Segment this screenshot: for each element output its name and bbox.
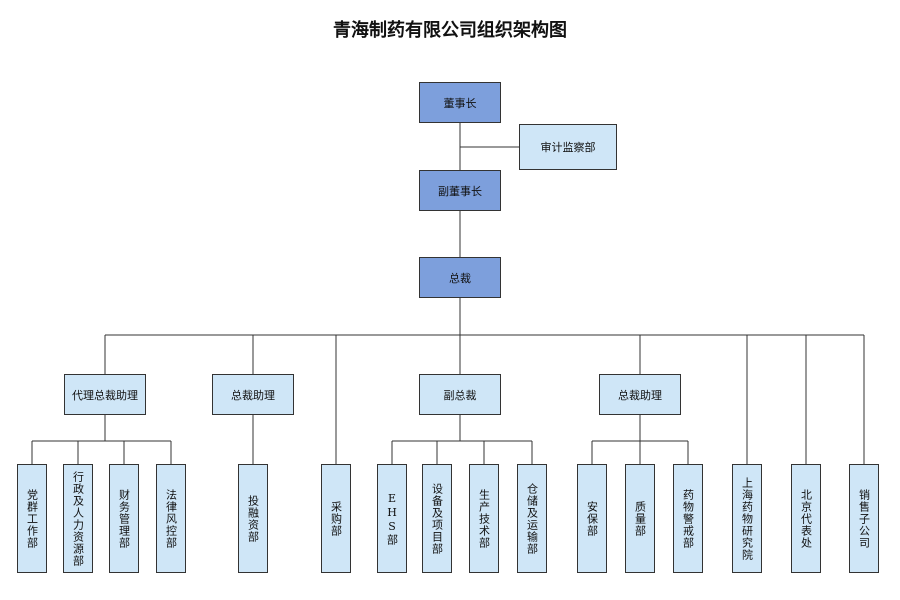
beijing-office-node: 北京代表处 — [791, 464, 821, 573]
dept-storage-transport-node: 仓储及运输部 — [517, 464, 547, 573]
chart-title: 青海制药有限公司组织架构图 — [333, 20, 567, 41]
dept-party-label: 党群工作部 — [25, 488, 39, 549]
beijing-office-label: 北京代表处 — [799, 488, 813, 549]
acting-assistant-node: 代理总裁助理 — [64, 374, 146, 415]
vice-chairman-node: 副董事长 — [419, 170, 501, 211]
dept-finance-label: 财务管理部 — [117, 488, 131, 549]
sales-subsidiary-label: 销售子公司 — [857, 488, 871, 549]
dept-pharmacovigilance-label: 药物警戒部 — [681, 488, 695, 549]
dept-party-node: 党群工作部 — [17, 464, 47, 573]
dept-procurement-node: 采购部 — [321, 464, 351, 573]
dept-production-tech-label: 生产技术部 — [477, 488, 491, 549]
dept-admin-hr-label: 行政及人力资源部 — [71, 470, 85, 567]
shanghai-institute-node: 上海药物研究院 — [732, 464, 762, 573]
dept-procurement-label: 采购部 — [329, 500, 343, 537]
dept-finance-node: 财务管理部 — [109, 464, 139, 573]
dept-ehs-node: EHS部 — [377, 464, 407, 573]
dept-investment-node: 投融资部 — [238, 464, 268, 573]
dept-legal-risk-node: 法律风控部 — [156, 464, 186, 573]
president-node: 总裁 — [419, 257, 501, 298]
chairman-node: 董事长 — [419, 82, 501, 123]
dept-pharmacovigilance-node: 药物警戒部 — [673, 464, 703, 573]
assistant-node-2: 总裁助理 — [599, 374, 681, 415]
audit-node: 审计监察部 — [519, 124, 617, 170]
vice-president-node: 副总裁 — [419, 374, 501, 415]
assistant-node-1: 总裁助理 — [212, 374, 294, 415]
dept-safety-node: 安保部 — [577, 464, 607, 573]
dept-ehs-label: EHS部 — [385, 491, 399, 546]
dept-quality-label: 质量部 — [633, 500, 647, 537]
dept-investment-label: 投融资部 — [246, 494, 260, 543]
dept-safety-label: 安保部 — [585, 500, 599, 537]
dept-equipment-projects-node: 设备及项目部 — [422, 464, 452, 573]
sales-subsidiary-node: 销售子公司 — [849, 464, 879, 573]
dept-quality-node: 质量部 — [625, 464, 655, 573]
dept-production-tech-node: 生产技术部 — [469, 464, 499, 573]
dept-legal-risk-label: 法律风控部 — [164, 488, 178, 549]
dept-storage-transport-label: 仓储及运输部 — [525, 482, 539, 555]
shanghai-institute-label: 上海药物研究院 — [740, 476, 754, 561]
dept-admin-hr-node: 行政及人力资源部 — [63, 464, 93, 573]
dept-equipment-projects-label: 设备及项目部 — [430, 482, 444, 555]
